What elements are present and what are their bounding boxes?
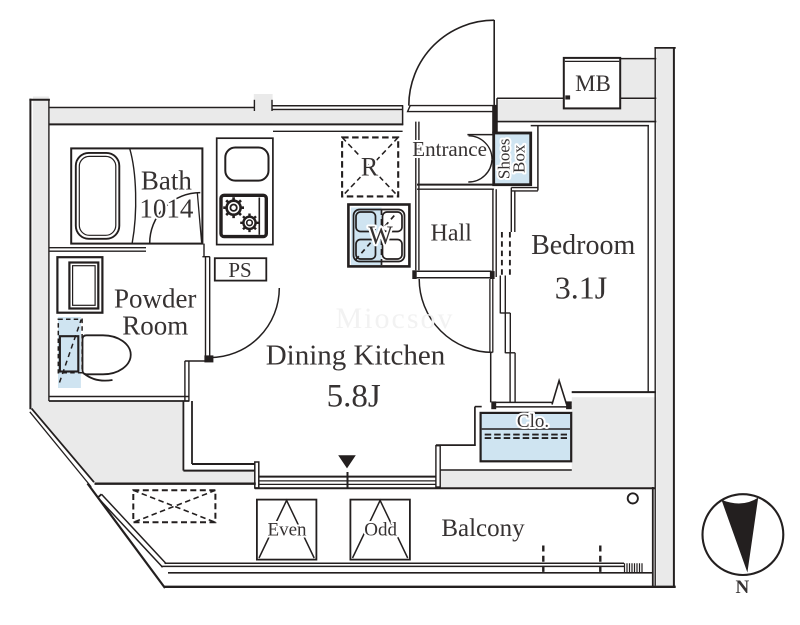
svg-text:R: R bbox=[361, 153, 379, 182]
svg-text:Shoes: Shoes bbox=[495, 138, 514, 179]
svg-text:W: W bbox=[368, 221, 393, 250]
svg-text:5.8J: 5.8J bbox=[327, 379, 381, 415]
svg-text:PS: PS bbox=[228, 258, 251, 282]
svg-text:N: N bbox=[736, 577, 750, 598]
svg-text:Dining Kitchen: Dining Kitchen bbox=[266, 340, 446, 372]
svg-text:Entrance: Entrance bbox=[412, 137, 487, 161]
svg-text:Odd: Odd bbox=[364, 520, 397, 541]
svg-text:3.1J: 3.1J bbox=[555, 270, 607, 306]
svg-text:Bedroom: Bedroom bbox=[531, 230, 635, 261]
svg-text:Miocsov: Miocsov bbox=[336, 302, 455, 335]
svg-text:MB: MB bbox=[575, 71, 611, 96]
svg-text:1014: 1014 bbox=[139, 194, 194, 224]
svg-text:Balcony: Balcony bbox=[441, 515, 525, 542]
svg-text:Powder: Powder bbox=[114, 284, 197, 314]
svg-text:Even: Even bbox=[267, 520, 307, 541]
svg-text:Hall: Hall bbox=[431, 221, 473, 247]
svg-text:Clo.: Clo. bbox=[517, 411, 549, 432]
svg-text:Box: Box bbox=[510, 144, 529, 173]
svg-text:Room: Room bbox=[122, 311, 188, 341]
svg-text:Bath: Bath bbox=[141, 166, 192, 196]
